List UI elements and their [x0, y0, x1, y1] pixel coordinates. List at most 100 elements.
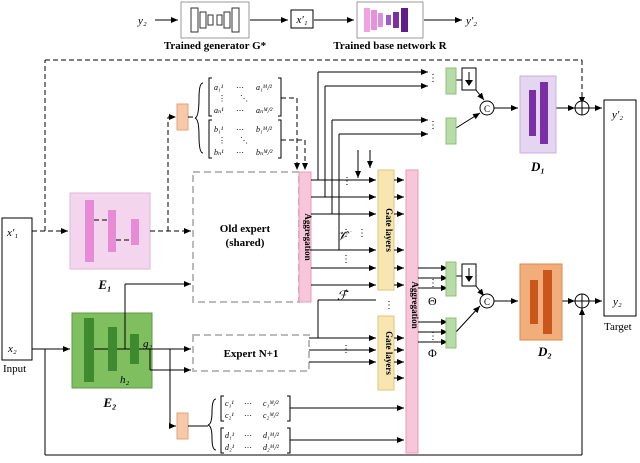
- svg-text:⋮: ⋮: [428, 73, 438, 84]
- e1-layer-1: [85, 200, 94, 262]
- top-y2p-label: y'₂: [465, 15, 477, 27]
- gate-layers-top-label: Gate layers: [384, 208, 394, 252]
- svg-text:⋯: ⋯: [244, 399, 252, 408]
- f-hat-symbol: ℱ̂: [337, 288, 350, 303]
- svg-text:⋮: ⋮: [218, 94, 226, 103]
- target-y2-label: y₂: [612, 296, 622, 308]
- svg-text:⋯: ⋯: [236, 125, 244, 134]
- generator-icon: [190, 7, 240, 33]
- matrix-b-br: bₙᴹ/²: [256, 148, 273, 157]
- main-aggregation-label: Aggregation: [410, 281, 420, 328]
- matrix-c-tr: c₁ᴹ/²: [263, 399, 279, 408]
- e1-layer-3: [131, 219, 139, 245]
- generator-caption: Trained generator G*: [164, 40, 267, 52]
- target-y2p-label: y'₂: [611, 109, 623, 121]
- input-x2-label: x₂: [7, 343, 17, 355]
- e1-layer-2: [108, 210, 116, 252]
- matrix-d-br: d₂ᴹ/²: [263, 443, 280, 452]
- base-network-caption: Trained base network R: [333, 40, 447, 52]
- brace-ab: [194, 82, 204, 154]
- gate-layers-top: [377, 169, 395, 291]
- phi-symbol: Φ: [428, 346, 437, 360]
- matrix-d: d₁¹ ⋯ d₁ᴹ/² d₂¹ ⋯ d₂ᴹ/²: [220, 427, 291, 454]
- encoder-e1: E₁: [69, 192, 151, 292]
- matrix-d-tl: d₁¹: [225, 431, 235, 440]
- decoder-d1-box: [519, 75, 557, 154]
- svg-text:⋮: ⋮: [357, 228, 367, 239]
- decoder-d1: D₁: [519, 75, 557, 174]
- d2-layer-2: [543, 270, 552, 334]
- d2-layer-1: [530, 280, 538, 324]
- matrix-a-bl: aₙ¹: [214, 106, 224, 115]
- green-node-bottom-2: [445, 317, 457, 349]
- concat-icon-top: [479, 100, 495, 116]
- matrix-c-tl: c₁¹: [225, 399, 234, 408]
- solid-connections: [32, 69, 602, 456]
- old-expert-aggregation: [298, 171, 312, 303]
- e2-layer-3: [130, 334, 139, 364]
- gate-layers-bottom-label: Gate layers: [384, 331, 394, 375]
- pool-icon-top: [461, 67, 477, 91]
- main-aggregation: [405, 169, 419, 454]
- encoder-e2: g₂ h₂ E₂: [71, 312, 153, 410]
- matrix-b-tl: b₁¹: [214, 125, 224, 134]
- svg-text:⋯: ⋯: [244, 443, 252, 452]
- decoder-d2-box: [519, 263, 563, 341]
- e2-layer-2: [108, 327, 117, 371]
- plus-icon-bottom: [574, 293, 590, 309]
- h2-label: h₂: [120, 374, 130, 386]
- e2-layer-1: [84, 318, 94, 382]
- svg-text:⋮: ⋮: [384, 300, 394, 311]
- svg-text:⋯: ⋯: [236, 106, 244, 115]
- matrix-b-tr: b₁ᴹ/²: [256, 125, 273, 134]
- svg-text:⋯: ⋯: [244, 411, 252, 420]
- svg-text:⋮: ⋮: [341, 254, 351, 265]
- matrix-b-bl: bₙ¹: [214, 148, 224, 157]
- brace-cd: [207, 398, 217, 451]
- green-node-top-2: [445, 117, 457, 145]
- target-caption: Target: [604, 321, 632, 333]
- target-box: [603, 99, 637, 317]
- svg-text:⋮: ⋮: [341, 344, 351, 355]
- matrix-b: b₁¹ ⋯ b₁ᴹ/² ⋮ ⋱ bₙ¹ ⋯ bₙᴹ/²: [208, 119, 282, 159]
- svg-text:⋮: ⋮: [218, 136, 226, 145]
- concat-label-bottom: C: [484, 297, 490, 307]
- svg-text:⋮: ⋮: [342, 176, 352, 187]
- matrix-a-br: aₙᴹ/²: [256, 106, 273, 115]
- matrix-d-bl: d₂¹: [225, 443, 235, 452]
- input-caption: Input: [3, 363, 26, 375]
- input-x1p-label: x'₁: [6, 227, 18, 239]
- expert-n1-box: [192, 334, 310, 372]
- matrix-a-tl: a₁¹: [214, 83, 224, 92]
- small-orange-node-bottom: [176, 412, 189, 440]
- svg-text:⋱: ⋱: [240, 94, 248, 103]
- x1p-box: [290, 9, 314, 29]
- e1-label: E₁: [97, 277, 111, 292]
- decoder-d2: D₂: [519, 263, 563, 359]
- e2-label: E₂: [102, 395, 116, 410]
- old-expert-title: Old expert: [220, 223, 271, 235]
- old-expert-box: [192, 171, 300, 303]
- theta-symbol: Θ: [428, 294, 437, 308]
- dashed-connections: [32, 59, 585, 241]
- svg-text:⋮: ⋮: [428, 331, 438, 342]
- concat-icon-bottom: [479, 293, 495, 309]
- svg-text:⋱: ⋱: [240, 136, 248, 145]
- svg-text:⋯: ⋯: [236, 148, 244, 157]
- matrix-a-tr: a₁ᴹ/²: [256, 83, 273, 92]
- svg-text:⋮: ⋮: [341, 228, 351, 239]
- matrix-a: a₁¹ ⋯ a₁ᴹ/² ⋮⋱ aₙ¹ ⋯ aₙᴹ/²: [208, 77, 282, 117]
- small-orange-node-top: [176, 103, 189, 131]
- d1-label: D₁: [530, 159, 545, 174]
- svg-text:⋯: ⋯: [244, 431, 252, 440]
- plus-icon-top: [574, 100, 590, 116]
- top-x1p-label: x'₁: [295, 14, 307, 26]
- g2-label: g₂: [143, 338, 153, 350]
- matrix-c-br: c₂ᴹ/²: [263, 411, 279, 420]
- top-y2-label: y₂: [137, 15, 147, 27]
- old-expert-subtitle: (shared): [226, 237, 265, 249]
- matrix-d-tr: d₁ᴹ/²: [263, 431, 280, 440]
- ellipsis-marks: ⋮ ⋮ ⋮ ⋮ ⋮ ⋮ ⋮ ⋮ ⋮ ⋮: [341, 73, 438, 355]
